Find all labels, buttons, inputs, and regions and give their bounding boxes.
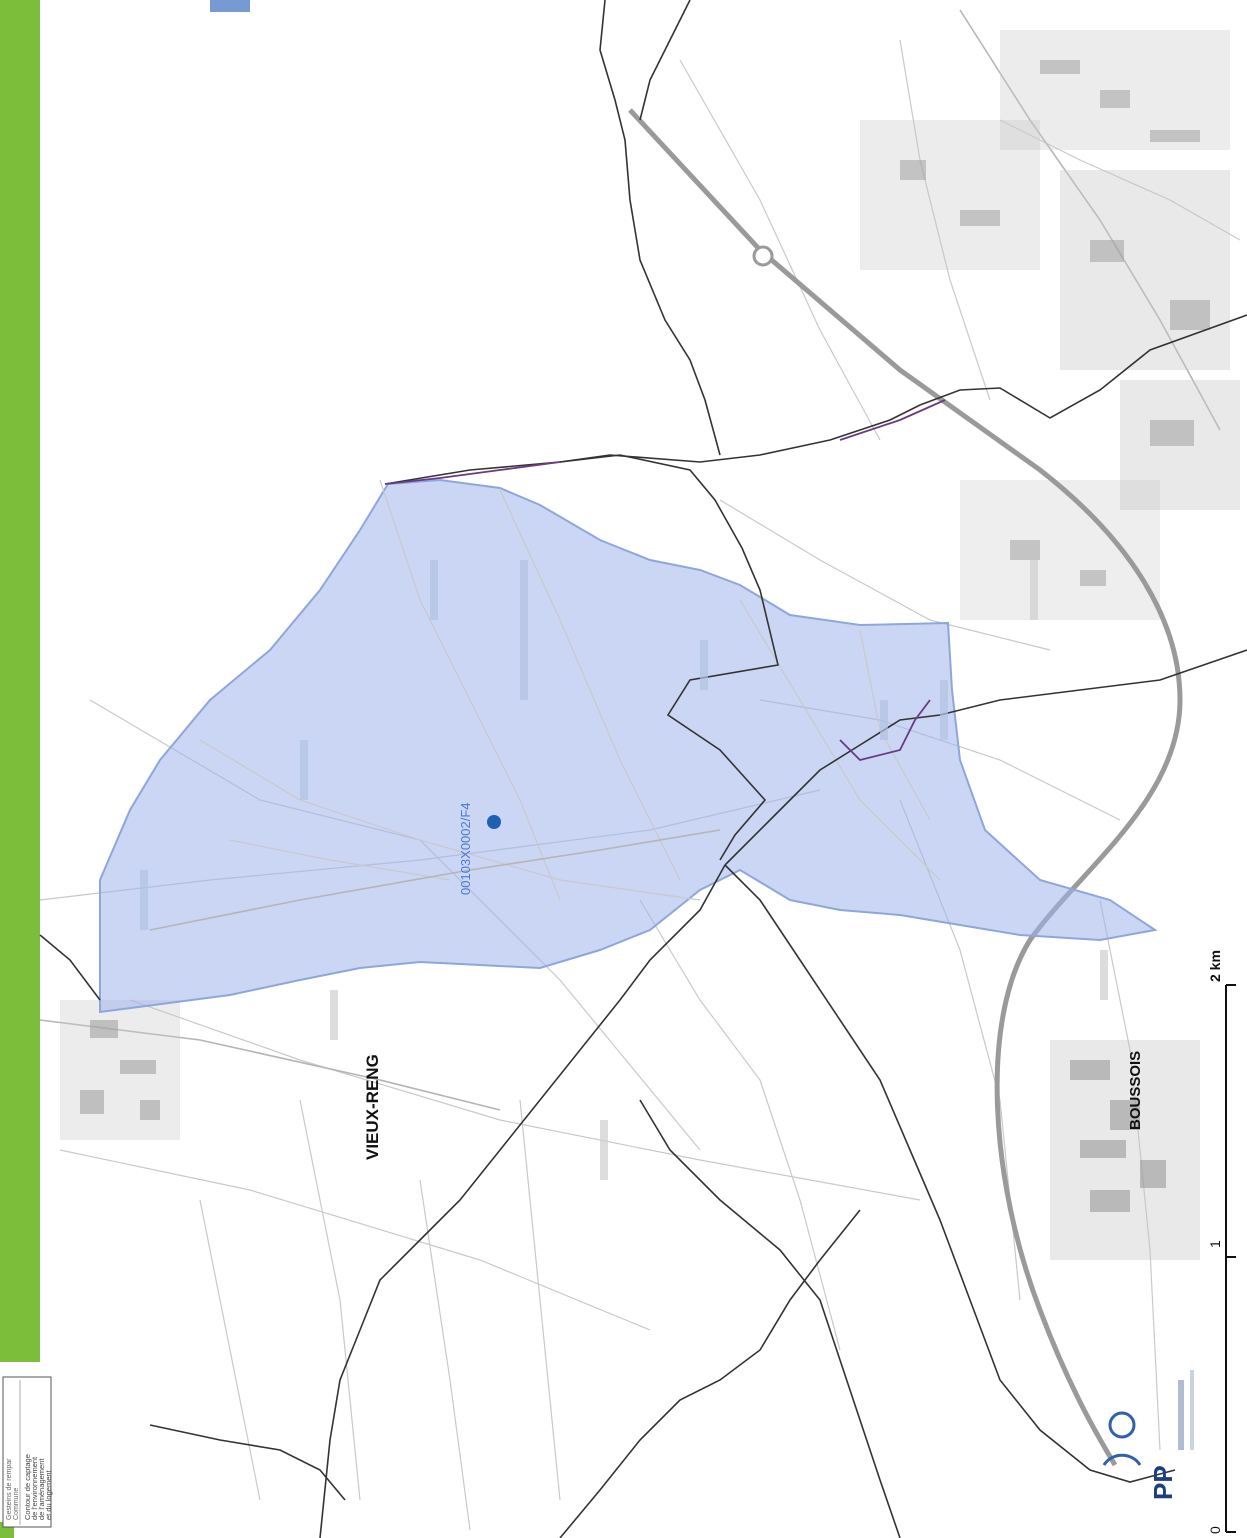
blue-corner-mark — [210, 0, 250, 12]
legend-line-1: Gesteins de rempar — [6, 1458, 13, 1520]
legend-desc-3: de l'aménagement — [37, 1458, 46, 1520]
legend-desc-4: et du logement — [44, 1469, 53, 1520]
urban-area-boussois — [1050, 1040, 1200, 1260]
legend-box: Gesteins de rempar Commune Contour de ca… — [2, 1376, 53, 1528]
legend-desc-1: Contour de captage — [23, 1454, 32, 1520]
town-label-boussois: BOUSSOIS — [1127, 1051, 1144, 1130]
urban-area-northeast — [860, 30, 1240, 620]
municipal-boundaries — [39, 0, 1247, 1538]
catchment-field-lines — [149, 479, 941, 931]
urban-area-vieux-reng — [60, 1000, 180, 1140]
pp-logo-text: PP — [1148, 1465, 1178, 1500]
catchment-protection-area[interactable] — [99, 478, 1158, 1014]
scale-tick-0: 0 — [1207, 1526, 1223, 1534]
well-point-marker[interactable] — [487, 815, 501, 829]
faint-place-labels — [140, 560, 1108, 1180]
catchment-code-label: 00103X0002/F4 — [458, 802, 473, 895]
scale-tick-1: 1 — [1207, 1240, 1223, 1248]
green-side-bar — [0, 0, 40, 1362]
scale-bar: 0 1 2 km — [1207, 950, 1236, 1534]
pp-logo: PP — [1102, 1370, 1194, 1500]
legend-line-2: Commune — [13, 1488, 20, 1520]
town-label-vieux-reng: VIEUX-RENG — [363, 1054, 382, 1160]
scale-tick-2: 2 km — [1207, 950, 1223, 982]
legend-desc-2: de l'environnement — [30, 1456, 39, 1520]
